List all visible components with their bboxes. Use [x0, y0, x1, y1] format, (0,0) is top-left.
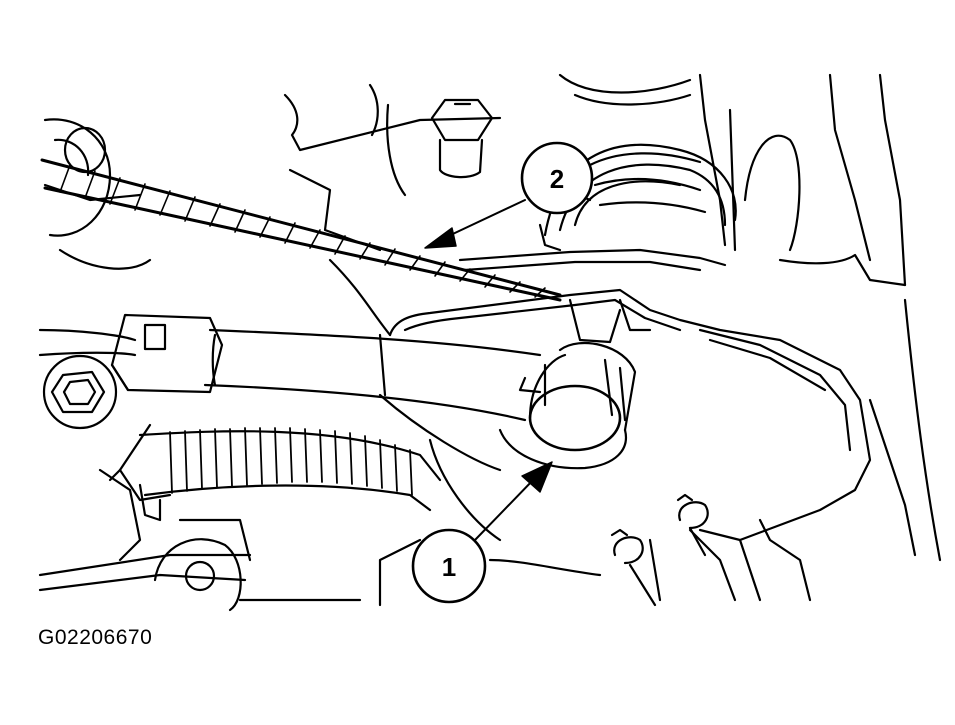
wire-harness [108, 423, 442, 522]
callout-2: 2 [424, 141, 594, 249]
callout-2-label: 2 [550, 164, 564, 194]
hex-bolt-top [386, 98, 494, 197]
bolt-bottom [153, 538, 242, 612]
callout-1-label: 1 [442, 552, 456, 582]
callout-2-circle [520, 141, 594, 215]
callout-1-arrowhead [521, 461, 553, 493]
callout-1-leader [474, 477, 536, 541]
manual-lever [328, 248, 872, 542]
callout-1-circle [411, 528, 487, 604]
callout-2-leader [439, 199, 526, 241]
figure-id: G02206670 [38, 626, 153, 649]
callout-2-arrowhead [424, 227, 457, 249]
engine-housing-background [38, 73, 942, 607]
callout-1: 1 [411, 461, 553, 604]
mounting-studs [610, 493, 709, 607]
selector-cable [40, 158, 562, 302]
hex-bolt-left [42, 354, 118, 430]
sensor-connector [110, 313, 542, 422]
lever-nut [498, 341, 637, 470]
